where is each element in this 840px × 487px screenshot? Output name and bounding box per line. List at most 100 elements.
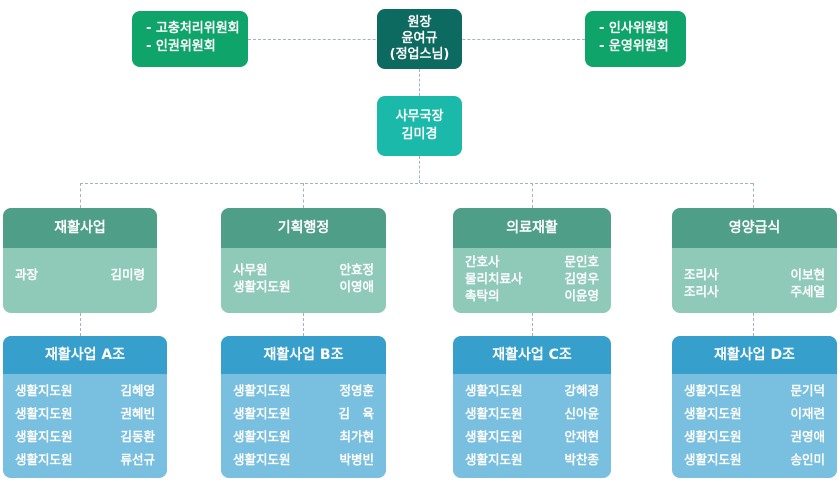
team-title: 재활사업 B조 (221, 336, 386, 374)
member-name: 권영애 (790, 429, 825, 444)
member-role: 생활지도원 (465, 406, 523, 421)
member-role: 조리사 (684, 267, 719, 282)
department-members: 과장 김미령 (3, 248, 157, 313)
member-row: 생활지도원 최가현 (233, 426, 374, 448)
member-name: 신아윤 (564, 406, 599, 421)
member-row: 생활지도원 김동환 (15, 426, 155, 448)
member-role: 생활지도원 (15, 452, 73, 467)
committee-box-right: - 인사위원회 - 운영위원회 (585, 11, 686, 67)
member-role: 생활지도원 (465, 429, 523, 444)
committee-item: - 인사위원회 (599, 21, 669, 36)
connector-dept-team-1 (80, 313, 81, 336)
director-title: 원장 (407, 15, 432, 30)
member-role: 촉탁의 (465, 288, 500, 303)
member-name: 류선규 (120, 452, 155, 467)
committee-item: - 인권위원회 (146, 39, 216, 54)
member-role: 생활지도원 (15, 429, 73, 444)
member-row: 간호사 문인호 (465, 251, 599, 273)
secretary-box: 사무국장 김미경 (377, 96, 462, 156)
member-row: 생활지도원 신아윤 (465, 403, 599, 425)
department-title: 의료재활 (453, 208, 611, 248)
member-role: 사무원 (233, 262, 268, 277)
member-name: 권혜빈 (120, 406, 155, 421)
member-row: 생활지도원 강혜경 (465, 380, 599, 402)
member-role: 생활지도원 (233, 383, 291, 398)
member-name: 최가현 (339, 429, 374, 444)
connector-bus-dept-2 (303, 183, 304, 208)
member-role: 생활지도원 (233, 452, 291, 467)
director-name: 윤여규 (401, 31, 438, 46)
member-row: 촉탁의 이윤영 (465, 285, 599, 307)
member-row: 물리치료사 김영우 (465, 268, 599, 290)
member-role: 물리치료사 (465, 271, 523, 286)
member-role: 생활지도원 (233, 429, 291, 444)
member-role: 생활지도원 (684, 406, 742, 421)
member-row: 생활지도원 송인미 (684, 449, 825, 471)
committee-box-left: - 고충처리위원회 - 인권위원회 (132, 11, 248, 67)
member-name: 문인호 (564, 254, 599, 269)
member-name: 이윤영 (564, 288, 599, 303)
director-box: 원장 윤여규 (정업스님) (377, 9, 462, 69)
member-role: 생활지도원 (15, 406, 73, 421)
connector-dept-team-2 (303, 313, 304, 336)
department-box-rehab: 재활사업 과장 김미령 (3, 208, 157, 313)
member-name: 김영우 (564, 271, 599, 286)
member-name: 김혜영 (120, 383, 155, 398)
connector-bus-dept-1 (80, 183, 81, 208)
department-box-medical: 의료재활 간호사 문인호 물리치료사 김영우 촉탁의 이윤영 (453, 208, 611, 313)
member-row: 생활지도원 박찬종 (465, 449, 599, 471)
department-box-planning: 기획행정 사무원 안효정 생활지도원 이영애 (221, 208, 386, 313)
department-members: 간호사 문인호 물리치료사 김영우 촉탁의 이윤영 (453, 248, 611, 313)
secretary-name: 김미경 (401, 127, 438, 142)
member-name: 이영애 (339, 279, 374, 294)
member-name: 송인미 (790, 452, 825, 467)
team-title: 재활사업 C조 (453, 336, 611, 374)
member-role: 생활지도원 (684, 452, 742, 467)
member-name: 정영훈 (339, 383, 374, 398)
committee-item: - 운영위원회 (599, 39, 669, 54)
member-row: 생활지도원 이재련 (684, 403, 825, 425)
department-title: 영양급식 (672, 208, 837, 248)
member-row: 생활지도원 류선규 (15, 449, 155, 471)
member-role: 과장 (15, 267, 39, 282)
team-title: 재활사업 A조 (3, 336, 167, 374)
director-note: (정업스님) (389, 47, 450, 62)
connector-director-secretary (419, 69, 420, 96)
member-row: 생활지도원 정영훈 (233, 380, 374, 402)
member-role: 생활지도원 (465, 383, 523, 398)
member-name: 강혜경 (564, 383, 599, 398)
member-name: 김 육 (338, 406, 374, 421)
connector-bus-dept-4 (753, 183, 754, 208)
member-row: 생활지도원 문기덕 (684, 380, 825, 402)
connector-dept-team-4 (753, 313, 754, 336)
member-name: 박찬종 (564, 452, 599, 467)
member-role: 생활지도원 (465, 452, 523, 467)
department-members: 사무원 안효정 생활지도원 이영애 (221, 248, 386, 313)
member-role: 생활지도원 (233, 279, 291, 294)
committee-item: - 고충처리위원회 (146, 21, 240, 36)
member-name: 김동환 (120, 429, 155, 444)
member-role: 생활지도원 (233, 406, 291, 421)
member-row: 사무원 안효정 (233, 259, 374, 281)
department-members: 조리사 이보현 조리사 주세열 (672, 248, 837, 313)
member-role: 간호사 (465, 254, 500, 269)
department-title: 재활사업 (3, 208, 157, 248)
member-name: 이보현 (790, 267, 825, 282)
member-row: 생활지도원 이영애 (233, 276, 374, 298)
member-row: 생활지도원 권혜빈 (15, 403, 155, 425)
member-name: 문기덕 (790, 383, 825, 398)
member-name: 이재련 (790, 406, 825, 421)
member-role: 생활지도원 (684, 383, 742, 398)
connector-secretary-bus (419, 156, 420, 183)
secretary-title: 사무국장 (395, 109, 444, 124)
